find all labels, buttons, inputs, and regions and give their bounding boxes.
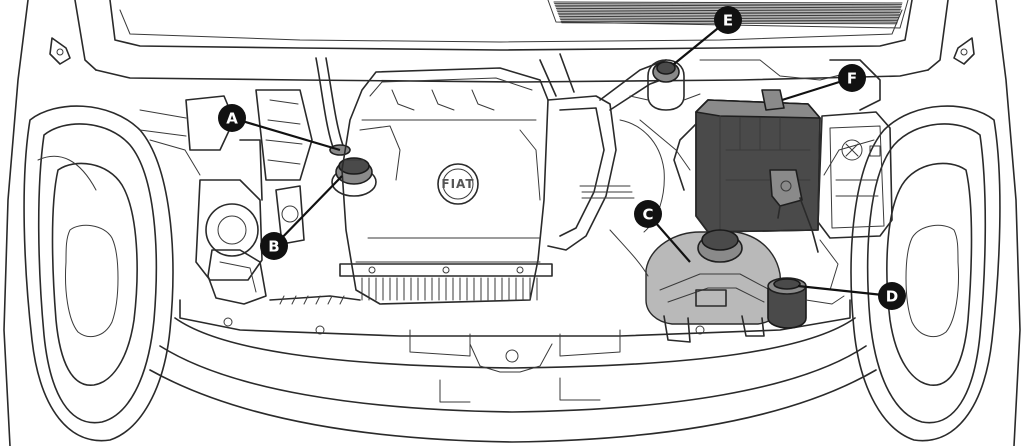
callout-f-label: F [847, 70, 857, 88]
brake-fluid-reservoir [629, 59, 701, 111]
callout-a-label: A [226, 110, 238, 128]
callout-d-circle [878, 282, 906, 310]
oil-filler-cap [331, 157, 377, 197]
battery [673, 89, 821, 253]
hood-hinge-bolts [49, 37, 975, 65]
callout-b: B [260, 232, 288, 260]
hood-outline [3, 0, 1021, 446]
callout-e-circle [714, 6, 742, 34]
callout-e-label: E [723, 12, 733, 30]
grille-slat [553, 1, 903, 4]
callout-b-label: B [268, 238, 279, 256]
callout-a-circle [218, 104, 246, 132]
callout-f-circle [838, 64, 866, 92]
engine-cover: FIAT [339, 67, 553, 305]
callout-d-label: D [886, 288, 898, 306]
grille-slat [554, 3, 903, 6]
callout-c-circle [634, 200, 662, 228]
callout-f: F [838, 64, 866, 92]
front-crossmember [149, 299, 877, 443]
fuse-box [699, 59, 893, 291]
callout-d: D [878, 282, 906, 310]
left-headlamp [23, 105, 201, 442]
right-headlamp [823, 105, 1001, 442]
callout-b-circle [260, 232, 288, 260]
intake-ducting [539, 53, 691, 251]
callout-a: A [218, 104, 246, 132]
callout-e: E [714, 6, 742, 34]
grille-slat [554, 4, 902, 7]
fiat-logo-text: FIAT [441, 177, 474, 191]
callout-c: C [634, 200, 662, 228]
oil-dipstick [315, 57, 351, 156]
coolant-expansion-tank [609, 229, 783, 343]
callout-c-label: C [642, 206, 653, 224]
engine-left-components [139, 89, 361, 305]
